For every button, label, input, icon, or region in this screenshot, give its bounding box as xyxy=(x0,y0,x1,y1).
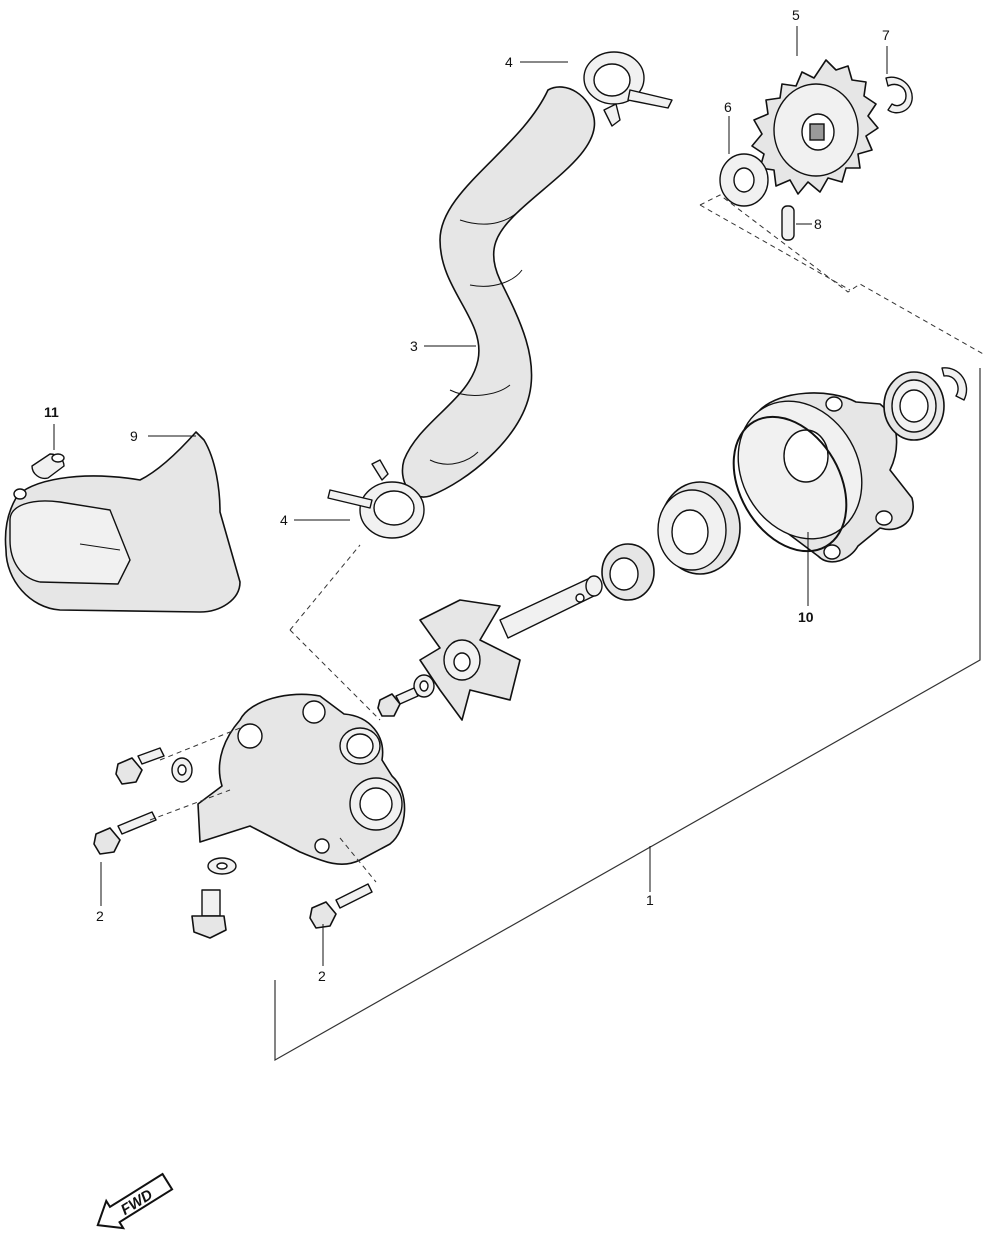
pump-drive-gear xyxy=(751,59,879,195)
label-4b: 4 xyxy=(280,512,288,528)
impeller xyxy=(419,599,521,721)
bearing-circlip xyxy=(941,367,968,401)
mechanical-seal xyxy=(657,481,741,575)
label-7: 7 xyxy=(882,27,890,43)
hose-clamp-upper xyxy=(583,51,673,127)
drain-bolt xyxy=(191,857,237,939)
bolt-upper-left xyxy=(115,747,165,785)
label-10: 10 xyxy=(798,609,814,625)
dowel-pin xyxy=(781,205,795,241)
oil-seal xyxy=(601,543,655,601)
fwd-arrow-icon: FWD xyxy=(96,1172,174,1230)
impeller-bolt xyxy=(377,687,419,717)
bolt-long-right xyxy=(309,883,373,929)
label-4a: 4 xyxy=(505,54,513,70)
assembly-frame xyxy=(274,194,986,1062)
o-ring xyxy=(732,415,848,553)
label-6: 6 xyxy=(724,99,732,115)
label-2b: 2 xyxy=(318,968,326,984)
bolt-long-left xyxy=(93,811,157,855)
label-1: 1 xyxy=(646,892,654,908)
cover-dowel xyxy=(31,453,65,480)
gear-washer xyxy=(719,153,769,207)
hose-clamp-lower xyxy=(327,459,425,539)
leader-lines xyxy=(53,26,888,966)
pump-cover xyxy=(4,431,241,613)
pump-shaft xyxy=(499,575,603,639)
pump-housing xyxy=(197,693,406,865)
hose xyxy=(401,86,596,498)
washer-left xyxy=(171,757,193,783)
label-5: 5 xyxy=(792,7,800,23)
label-2a: 2 xyxy=(96,908,104,924)
part-labels: 1 2 2 3 4 4 5 6 7 8 9 10 11 xyxy=(44,7,890,984)
label-3: 3 xyxy=(410,338,418,354)
bearing xyxy=(883,371,945,441)
label-9: 9 xyxy=(130,428,138,444)
label-11: 11 xyxy=(44,404,59,420)
gear-circlip xyxy=(885,76,913,114)
label-8: 8 xyxy=(814,216,822,232)
impeller-washer xyxy=(413,674,435,698)
pump-body xyxy=(737,392,914,563)
